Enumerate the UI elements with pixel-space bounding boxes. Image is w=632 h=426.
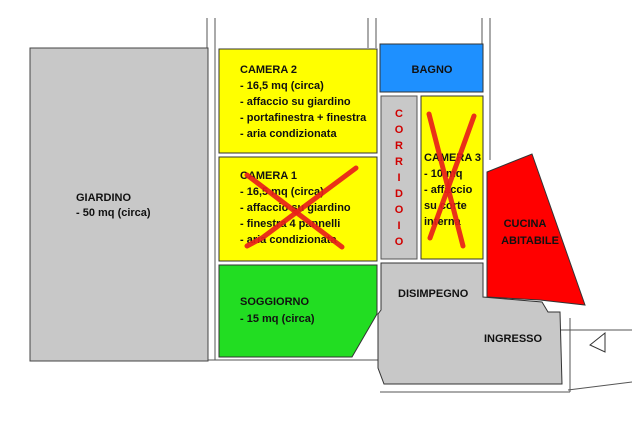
- camera1-line-2: - affaccio su giardino: [240, 202, 351, 214]
- room-bagno: BAGNO: [379, 43, 484, 93]
- camera2-line-4: - aria condizionata: [240, 128, 337, 140]
- corridoio-letter-5: I: [397, 172, 400, 184]
- giardino-line-1: - 50 mq (circa): [76, 207, 151, 219]
- room-camera-1: CAMERA 1 - 16,5 mq (circa) - affaccio su…: [218, 156, 378, 262]
- corridoio-letter-8: I: [397, 220, 400, 232]
- ingresso-title: INGRESSO: [484, 333, 543, 345]
- entrance-arrow-icon: [589, 331, 606, 353]
- room-giardino: GIARDINO - 50 mq (circa): [29, 47, 209, 362]
- room-camera-3: CAMERA 3 - 10 mq - affaccio su corte int…: [420, 95, 484, 260]
- camera2-area: [218, 48, 378, 154]
- corridoio-letter-6: D: [395, 188, 403, 200]
- corridoio-letter-4: R: [395, 156, 403, 168]
- camera2-line-2: - affaccio su giardino: [240, 96, 351, 108]
- soggiorno-line-1: - 15 mq (circa): [240, 313, 315, 325]
- corridoio-area: [380, 95, 418, 260]
- camera2-line-3: - portafinestra + finestra: [240, 112, 367, 124]
- giardino-title: GIARDINO: [76, 192, 131, 204]
- room-corridoio: C O R R I D O I O: [380, 95, 418, 260]
- room-soggiorno: SOGGIORNO - 15 mq (circa): [218, 264, 378, 358]
- camera3-cross-mark: [426, 111, 477, 249]
- room-camera-2: CAMERA 2 - 16,5 mq (circa) - affaccio su…: [218, 48, 378, 154]
- corridoio-letter-7: O: [395, 204, 404, 216]
- room-disimpegno-ingresso: DISIMPEGNO INGRESSO: [377, 262, 563, 385]
- soggiorno-area: [218, 264, 378, 358]
- disimpegno-area: [377, 262, 563, 385]
- camera1-cross-mark: [244, 165, 359, 250]
- soggiorno-title: SOGGIORNO: [240, 296, 310, 308]
- corridoio-letter-1: C: [395, 108, 403, 120]
- cucina-title-1: CUCINA: [504, 218, 547, 230]
- camera3-line-3: su corte: [424, 200, 467, 212]
- camera3-title: CAMERA 3: [424, 152, 481, 164]
- camera1-line-1: - 16,5 mq (circa): [240, 186, 324, 198]
- corridoio-letter-9: O: [395, 236, 404, 248]
- corridoio-letter-2: O: [395, 124, 404, 136]
- corridoio-letter-3: R: [395, 140, 403, 152]
- room-cucina: CUCINA ABITABILE: [486, 153, 586, 306]
- camera2-title: CAMERA 2: [240, 64, 297, 76]
- camera2-line-1: - 16,5 mq (circa): [240, 80, 324, 92]
- giardino-area: [29, 47, 209, 362]
- disimpegno-title: DISIMPEGNO: [398, 288, 469, 300]
- cucina-area: [486, 153, 586, 306]
- cucina-title-2: ABITABILE: [501, 235, 559, 247]
- bagno-title: BAGNO: [412, 64, 453, 76]
- bagno-area: [379, 43, 484, 93]
